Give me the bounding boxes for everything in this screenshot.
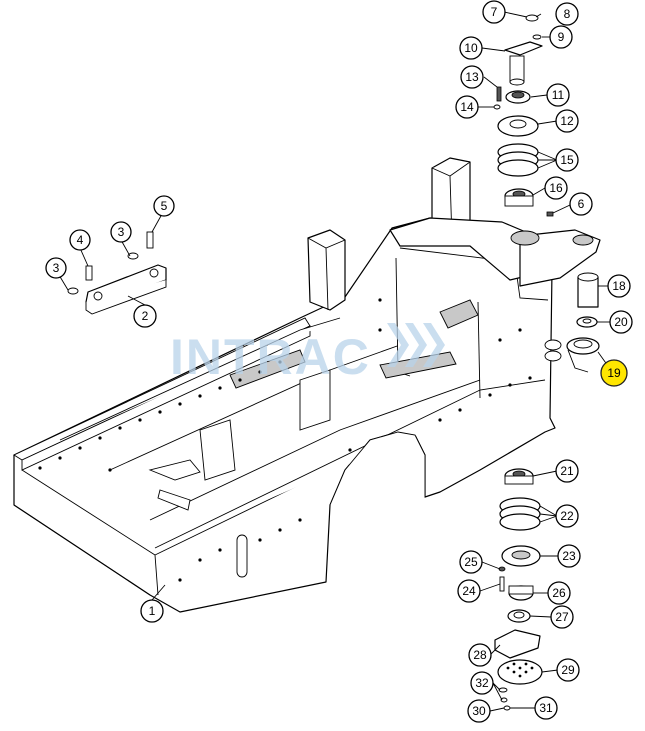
callout-18: 18 <box>607 274 631 298</box>
svg-text:5: 5 <box>161 199 168 213</box>
callout-30: 30 <box>467 699 491 723</box>
upper-pivot-stack <box>493 14 554 217</box>
svg-text:6: 6 <box>578 197 585 211</box>
callout-32: 32 <box>470 671 494 695</box>
svg-text:9: 9 <box>558 30 565 44</box>
callout-24: 24 <box>457 579 481 603</box>
callout-20: 20 <box>609 310 633 334</box>
right-side-parts <box>544 272 600 373</box>
callout-14: 14 <box>455 95 479 119</box>
svg-text:13: 13 <box>465 70 479 84</box>
svg-text:19: 19 <box>607 366 621 380</box>
callout-31: 31 <box>534 696 558 720</box>
callout-15: 15 <box>555 148 579 172</box>
callout-22: 22 <box>555 504 579 528</box>
main-frame <box>13 157 601 613</box>
lower-pivot-stack <box>494 468 543 711</box>
callout-23: 23 <box>557 544 581 568</box>
svg-text:25: 25 <box>464 555 478 569</box>
callout-11: 11 <box>546 83 570 107</box>
svg-text:2: 2 <box>142 309 149 323</box>
callout-10: 10 <box>459 36 483 60</box>
svg-text:10: 10 <box>464 41 478 55</box>
svg-text:28: 28 <box>473 648 487 662</box>
svg-text:3: 3 <box>53 261 60 275</box>
callout-21: 21 <box>555 459 579 483</box>
svg-text:21: 21 <box>560 464 574 478</box>
callout-9: 9 <box>549 25 573 49</box>
callout-29: 29 <box>556 658 580 682</box>
svg-text:32: 32 <box>475 676 489 690</box>
callout-7: 7 <box>482 0 506 24</box>
svg-text:14: 14 <box>460 100 474 114</box>
svg-text:27: 27 <box>555 610 569 624</box>
svg-text:22: 22 <box>560 509 574 523</box>
callout-5: 5 <box>153 195 175 217</box>
svg-text:7: 7 <box>491 5 498 19</box>
callout-19-highlighted: 19 <box>600 359 628 387</box>
callout-26: 26 <box>547 581 571 605</box>
callout-25: 25 <box>459 550 483 574</box>
svg-text:31: 31 <box>539 701 553 715</box>
callout-3-right: 3 <box>110 221 132 243</box>
callout-4: 4 <box>69 229 91 251</box>
link-assembly <box>67 231 167 315</box>
callout-16: 16 <box>544 176 568 200</box>
svg-text:26: 26 <box>552 586 566 600</box>
svg-text:16: 16 <box>549 181 563 195</box>
callout-6: 6 <box>569 192 593 216</box>
watermark: INTRAC <box>170 323 445 385</box>
svg-text:18: 18 <box>612 279 626 293</box>
callout-27: 27 <box>550 605 574 629</box>
svg-text:29: 29 <box>561 663 575 677</box>
callout-28: 28 <box>468 643 492 667</box>
callout-2: 2 <box>133 304 157 328</box>
svg-text:INTRAC: INTRAC <box>170 329 371 385</box>
callout-8: 8 <box>555 2 579 26</box>
svg-text:1: 1 <box>149 604 156 618</box>
callout-13: 13 <box>460 65 484 89</box>
svg-text:3: 3 <box>118 225 125 239</box>
callout-3-left: 3 <box>45 257 67 279</box>
svg-text:4: 4 <box>77 233 84 247</box>
svg-text:20: 20 <box>614 315 628 329</box>
svg-text:8: 8 <box>564 7 571 21</box>
svg-text:24: 24 <box>462 584 476 598</box>
callout-12: 12 <box>555 109 579 133</box>
svg-text:23: 23 <box>562 549 576 563</box>
svg-text:11: 11 <box>552 88 565 102</box>
svg-text:15: 15 <box>560 153 574 167</box>
callout-1: 1 <box>140 599 164 623</box>
svg-text:30: 30 <box>472 704 486 718</box>
svg-text:12: 12 <box>560 114 574 128</box>
